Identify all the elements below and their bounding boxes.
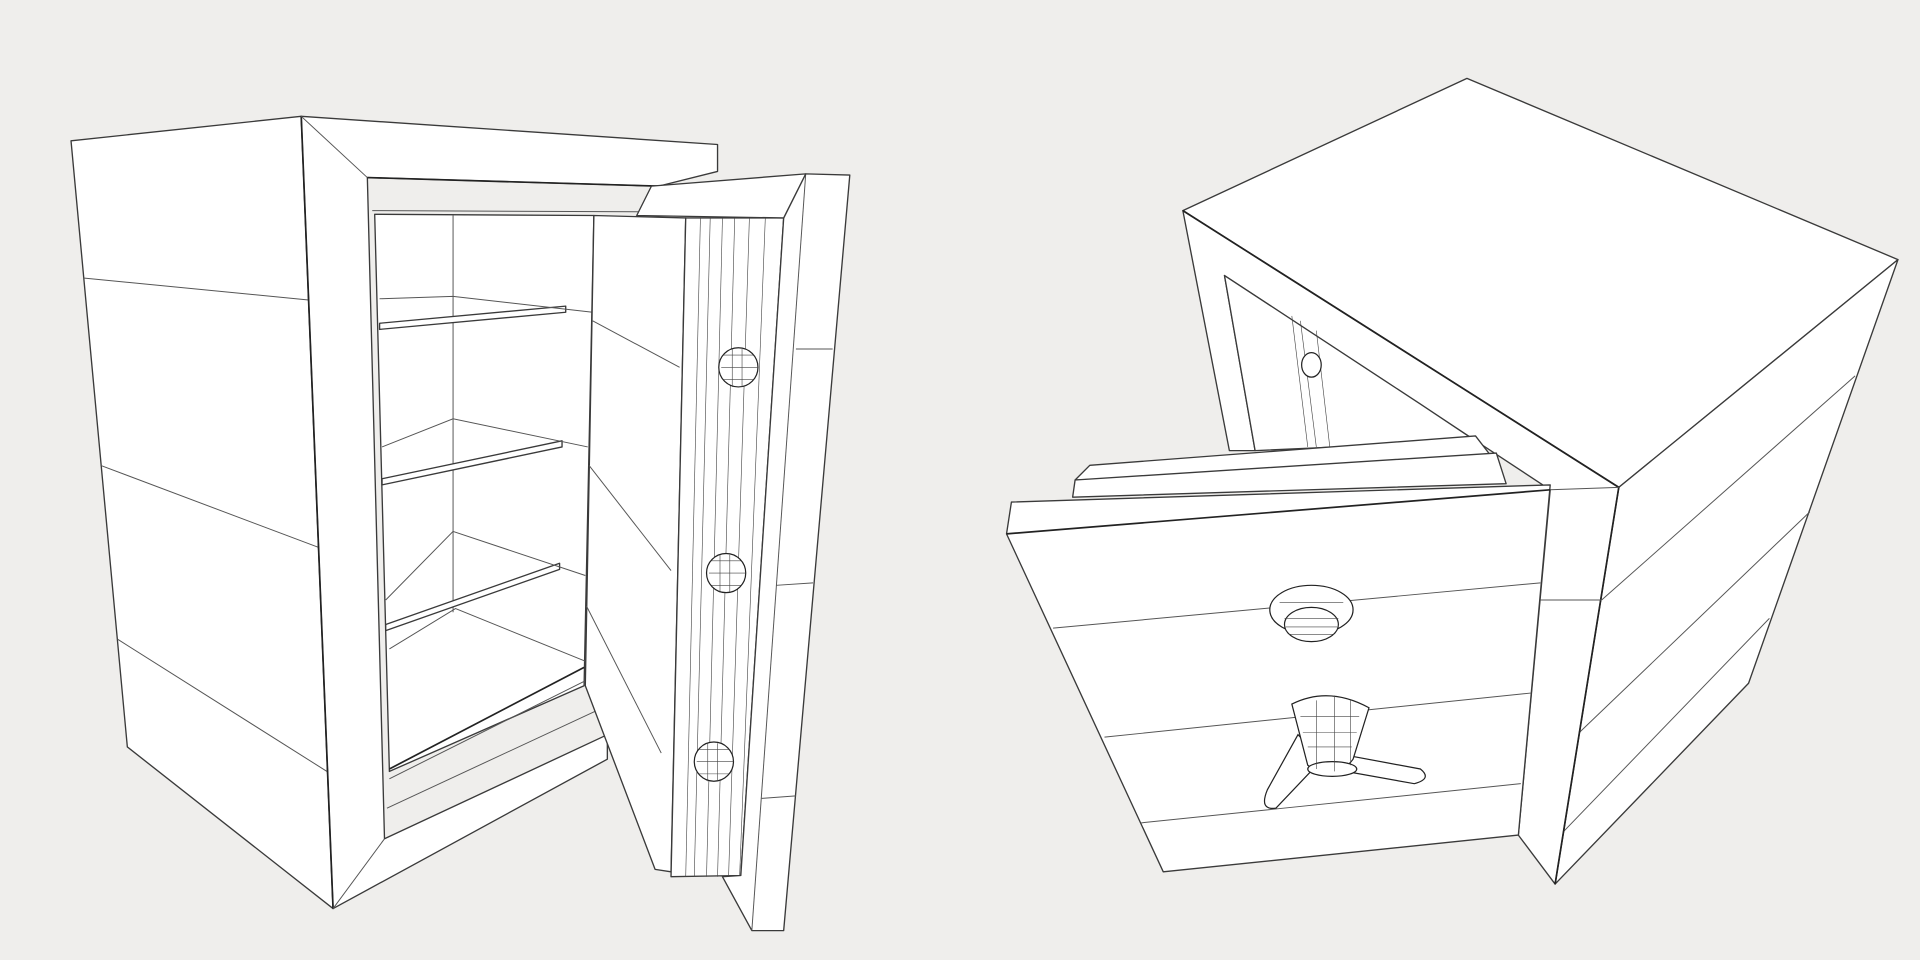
open-safe-side-panel-line	[117, 638, 328, 772]
open-safe-door-top	[636, 173, 807, 219]
door-panel-line	[586, 605, 662, 754]
door-knob-mesh	[696, 348, 758, 782]
open-safe-door-inner-panel	[584, 214, 687, 873]
spoke-handle-icon	[1263, 695, 1426, 810]
door-panel-line	[592, 320, 680, 368]
door-outer-line	[776, 582, 814, 586]
open-safe-frame-bevel	[332, 838, 385, 909]
door-top-edge	[1006, 488, 1551, 535]
interior-bolt	[1291, 315, 1309, 447]
shelf-top-edge	[379, 295, 593, 313]
shelf-middle-edge	[381, 418, 588, 448]
open-safe-door-outer	[721, 173, 851, 932]
open-safe-interior-back	[374, 213, 595, 773]
door-bolt-channel	[685, 217, 701, 877]
open-safe-frame-bevel	[300, 115, 368, 178]
interior-floor-step-line	[386, 709, 598, 809]
door-outer-line	[751, 173, 807, 931]
door-bolt-channel	[739, 217, 766, 877]
closed-safe-door	[1005, 484, 1551, 873]
interior-floor-step	[388, 666, 585, 770]
shelf-top	[378, 305, 567, 331]
side-panel-line	[1601, 375, 1856, 601]
open-safe-side-panel-lines	[83, 277, 309, 301]
open-safe-front-frame	[300, 115, 719, 910]
open-safe	[70, 115, 851, 932]
open-safe-side-panel-line	[100, 464, 319, 548]
door-outer-line	[761, 795, 796, 799]
open-safe-left-side	[70, 115, 334, 910]
closed-safe	[1005, 77, 1899, 885]
interior-bolt	[1300, 320, 1317, 447]
side-panel-line	[1579, 511, 1811, 733]
interior-bolt	[1316, 330, 1331, 447]
interior-floor-edge	[389, 608, 586, 662]
frame-bevel	[1550, 486, 1619, 491]
interior-knob-icon	[1301, 352, 1322, 378]
open-safe-frame-inner-edge	[367, 176, 659, 187]
open-safe-frame-inner-edge-2	[372, 210, 653, 213]
side-panel-line	[1562, 618, 1770, 833]
open-safe-front-left-edge	[300, 116, 334, 909]
shelf-middle	[381, 440, 563, 486]
door-panel-line	[588, 465, 672, 571]
combination-dial-icon	[1269, 584, 1354, 643]
door-panel-line	[1141, 783, 1521, 824]
shelf-bottom	[385, 562, 561, 632]
shelf-bottom-edge	[385, 530, 586, 601]
door-layer-mid	[1071, 452, 1507, 498]
interior-floor-step-line	[389, 679, 588, 780]
